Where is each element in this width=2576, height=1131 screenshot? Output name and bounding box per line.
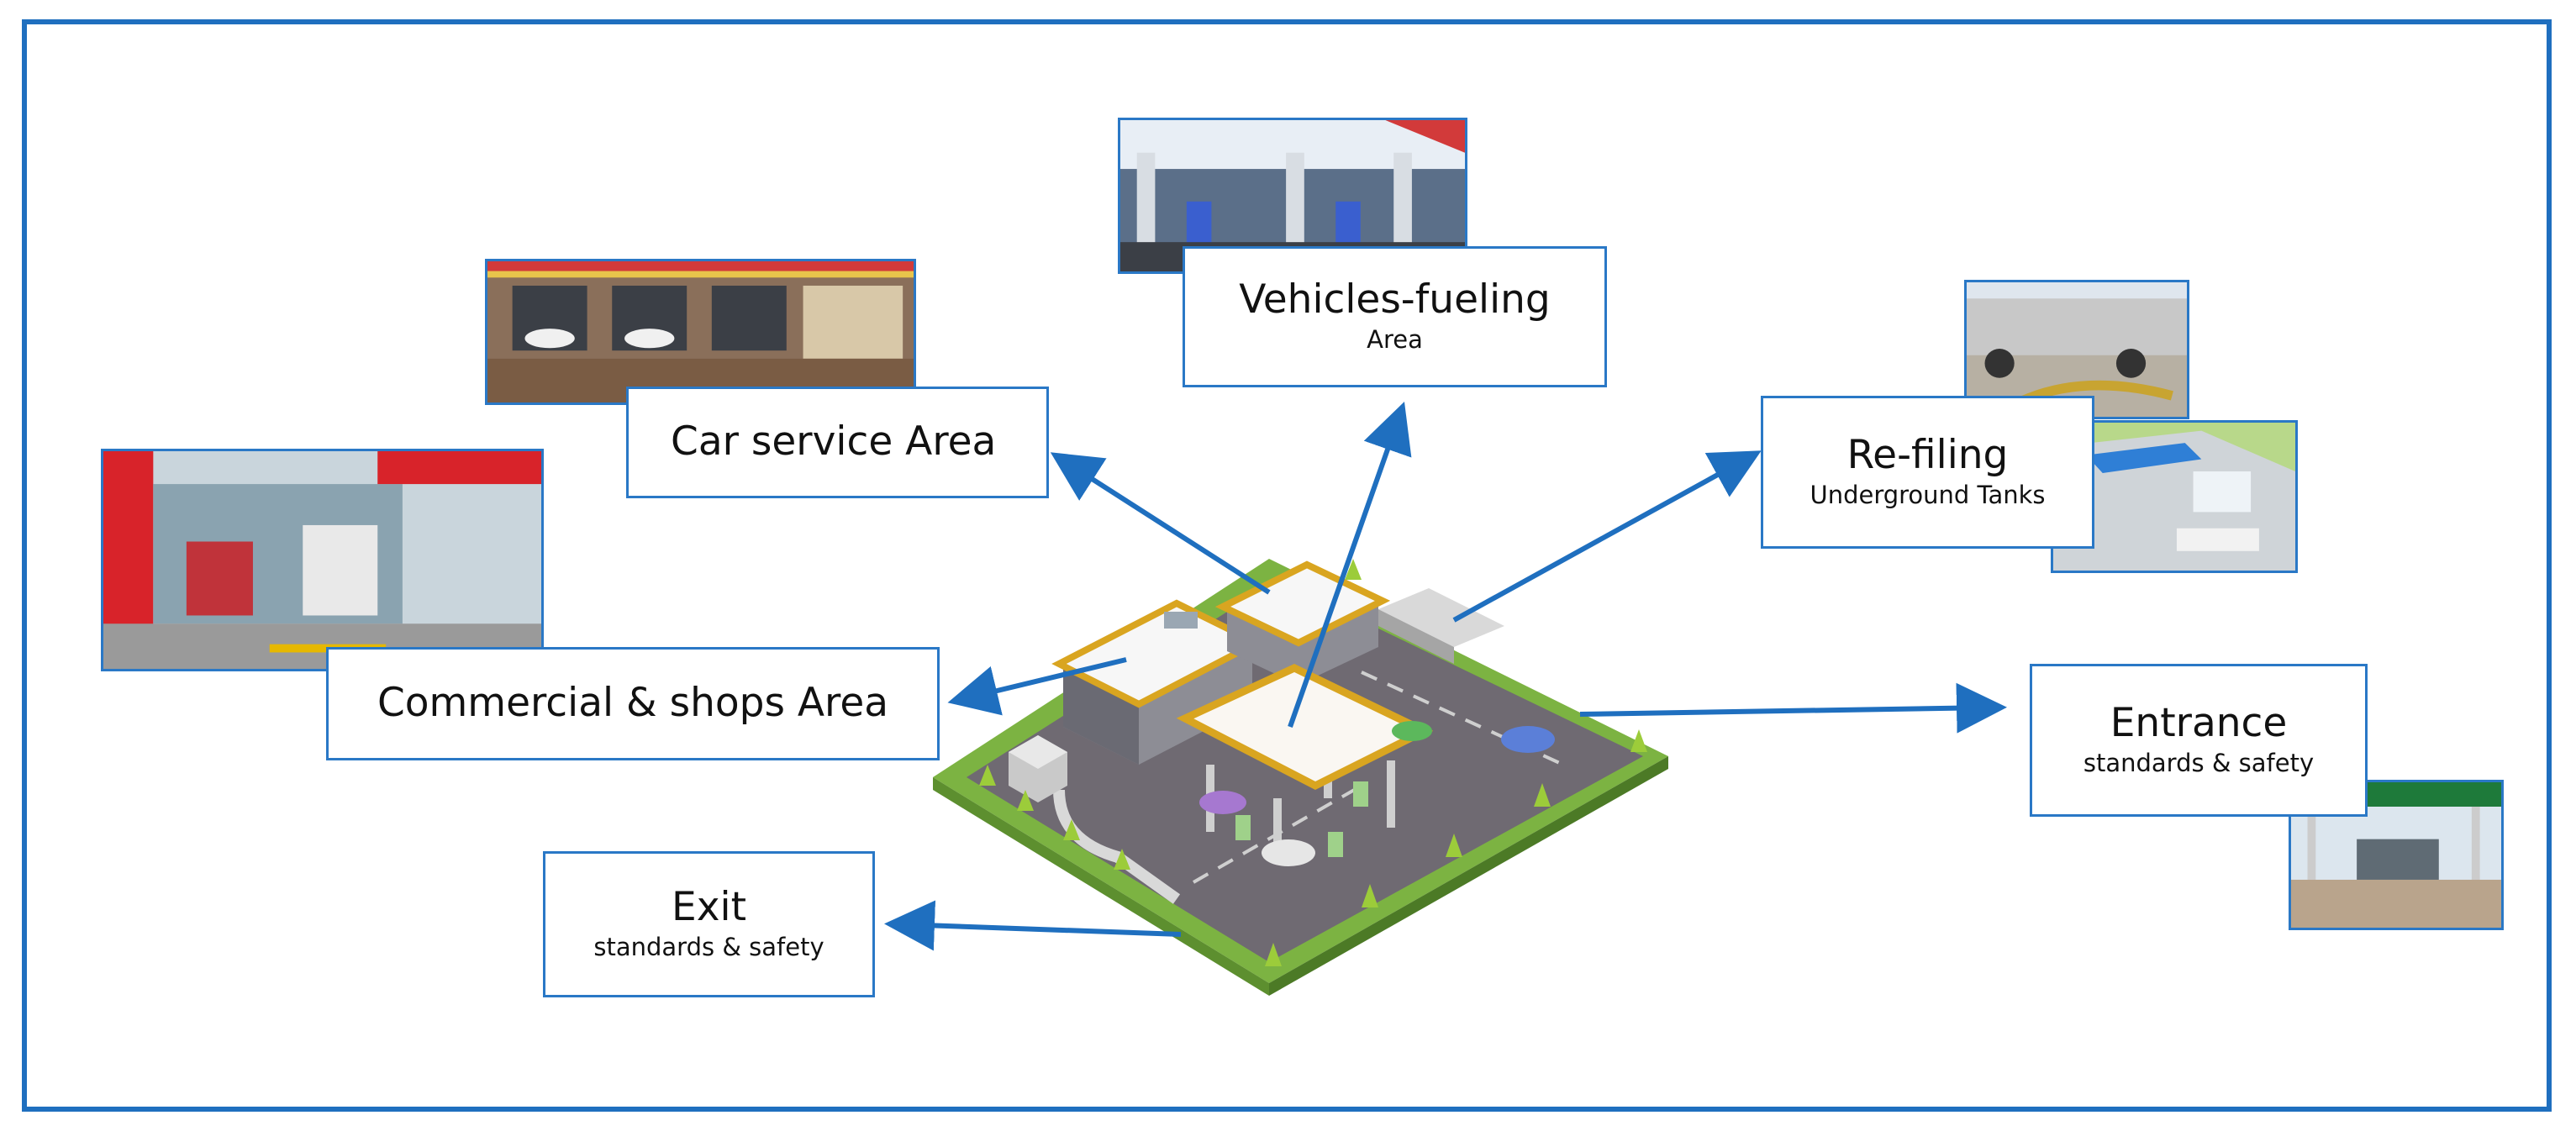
refiling-title: Re-filing xyxy=(1846,431,2009,478)
vehicles-fueling-subtitle: Area xyxy=(1367,324,1423,354)
arrow-to-refiling xyxy=(1452,450,1762,623)
arrow-to-commercial xyxy=(947,657,1127,716)
commercial-title: Commercial & shops Area xyxy=(377,680,889,727)
entrance-photo xyxy=(2289,780,2504,930)
commercial-photo xyxy=(101,449,544,671)
exit-label: Exit standards & safety xyxy=(543,851,875,997)
car-service-photo xyxy=(485,259,916,405)
arrow-to-exit xyxy=(884,900,1182,951)
entrance-label: Entrance standards & safety xyxy=(2030,664,2368,817)
entrance-subtitle: standards & safety xyxy=(2083,748,2315,777)
arrow-to-entrance xyxy=(1579,682,2007,734)
diagram-frame xyxy=(22,19,2552,1112)
tanker-truck-photo xyxy=(1964,280,2189,419)
exit-title: Exit xyxy=(672,883,746,930)
car-green xyxy=(1392,721,1432,741)
car-service-label: Car service Area xyxy=(626,387,1049,498)
vehicles-fueling-title: Vehicles-fueling xyxy=(1239,276,1551,323)
exit-subtitle: standards & safety xyxy=(593,932,824,961)
arrow-to-car-service xyxy=(1050,452,1271,595)
vehicles-fueling-label: Vehicles-fueling Area xyxy=(1183,246,1607,387)
arrow-to-vehicles-fueling xyxy=(1288,402,1412,728)
refiling-subtitle: Underground Tanks xyxy=(1810,480,2046,509)
commercial-label: Commercial & shops Area xyxy=(326,647,940,760)
tanker-truck xyxy=(1378,588,1504,647)
car-service-title: Car service Area xyxy=(671,418,997,466)
entrance-title: Entrance xyxy=(2110,699,2288,746)
car-purple xyxy=(1199,791,1246,814)
refiling-label: Re-filing Underground Tanks xyxy=(1761,396,2094,549)
car-white xyxy=(1262,839,1315,866)
car-blue xyxy=(1501,726,1555,753)
